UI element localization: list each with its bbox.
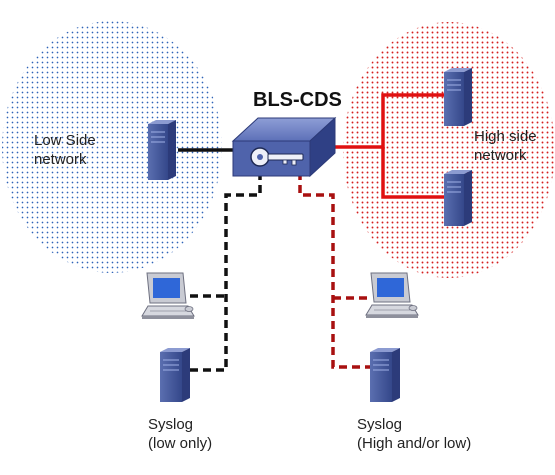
syslog-low-line2: (low only) [148, 435, 213, 452]
syslog-low-server-icon [160, 348, 190, 402]
cds-title: BLS-CDS [253, 89, 342, 111]
low-side-network-area [2, 21, 222, 273]
high-side-server-top-icon [444, 68, 472, 126]
low-side-server-icon [148, 120, 176, 180]
cds-device-icon [231, 116, 337, 178]
high-side-server-bottom-icon [444, 170, 472, 226]
high-side-network-area [343, 22, 555, 278]
high-logging-link [298, 172, 370, 369]
syslog-low-label: Syslog (low only) [148, 415, 212, 453]
high-side-network-label: High side network [474, 127, 537, 165]
high-side-link-top [332, 93, 444, 149]
syslog-high-server-icon [370, 348, 400, 402]
syslog-high-label: Syslog (High and/or low) [357, 415, 471, 453]
high-side-label-line1: High side [474, 128, 537, 145]
low-side-label-line1: Low Side [34, 132, 96, 149]
syslog-low-line1: Syslog [148, 416, 194, 433]
low-side-workstation-icon [141, 272, 195, 319]
key-icon [250, 147, 304, 167]
high-side-label-line2: network [474, 147, 527, 164]
low-side-network-label: Low Side network [34, 131, 96, 169]
high-side-link-bottom [381, 147, 444, 199]
high-side-workstation-icon [365, 272, 419, 318]
syslog-high-line2: (High and/or low) [357, 435, 472, 452]
low-side-label-line2: network [34, 151, 87, 168]
syslog-high-line1: Syslog [357, 416, 403, 433]
low-logging-link [190, 172, 262, 372]
